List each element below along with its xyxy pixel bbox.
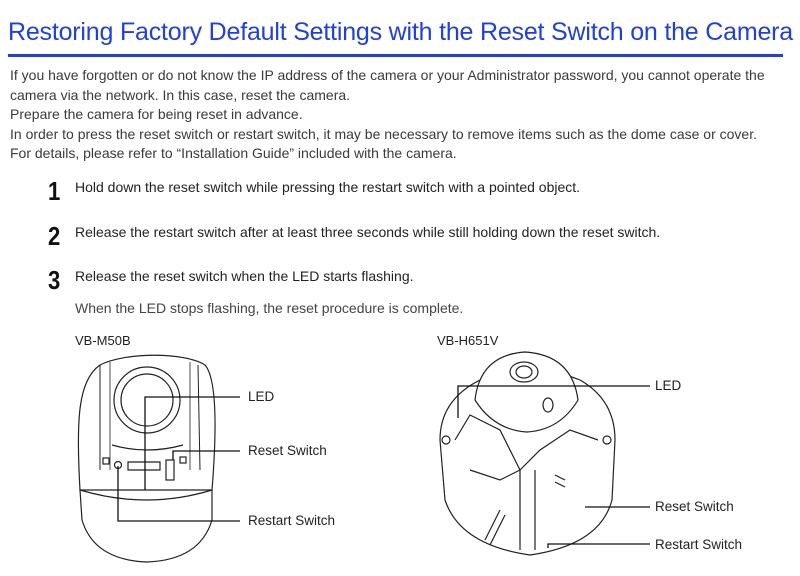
step-text: Release the restart switch after at leas… <box>75 224 661 240</box>
intro-text: If you have forgotten or do not know the… <box>10 66 795 164</box>
title-underline <box>8 54 783 57</box>
callout-led: LED <box>248 389 275 404</box>
step-1: 1 Hold down the reset switch while press… <box>48 178 580 204</box>
figure-model-label: VB-M50B <box>75 333 131 348</box>
callout-reset-switch: Reset Switch <box>655 499 734 514</box>
intro-paragraph: For details, please refer to “Installati… <box>10 145 457 161</box>
step-3: 3 Release the reset switch when the LED … <box>48 267 414 293</box>
callout-restart-switch: Restart Switch <box>655 537 743 552</box>
step-number: 1 <box>48 176 61 206</box>
page-title: Restoring Factory Default Settings with … <box>8 18 793 46</box>
step-number: 3 <box>48 265 61 295</box>
callout-reset-switch: Reset Switch <box>248 443 327 458</box>
intro-paragraph: Prepare the camera for being reset in ad… <box>10 106 303 122</box>
step-text: Hold down the reset switch while pressin… <box>75 179 581 195</box>
callout-led: LED <box>655 378 682 393</box>
figure-model-label: VB-H651V <box>437 333 499 348</box>
intro-paragraph: In order to press the reset switch or re… <box>10 125 757 142</box>
step-text: Release the reset switch when the LED st… <box>75 268 414 284</box>
intro-paragraph: If you have forgotten or do not know the… <box>10 67 765 103</box>
callout-restart-switch: Restart Switch <box>248 513 336 528</box>
step-note: When the LED stops flashing, the reset p… <box>75 300 464 316</box>
step-number: 2 <box>48 221 61 251</box>
step-2: 2 Release the restart switch after at le… <box>48 223 660 249</box>
